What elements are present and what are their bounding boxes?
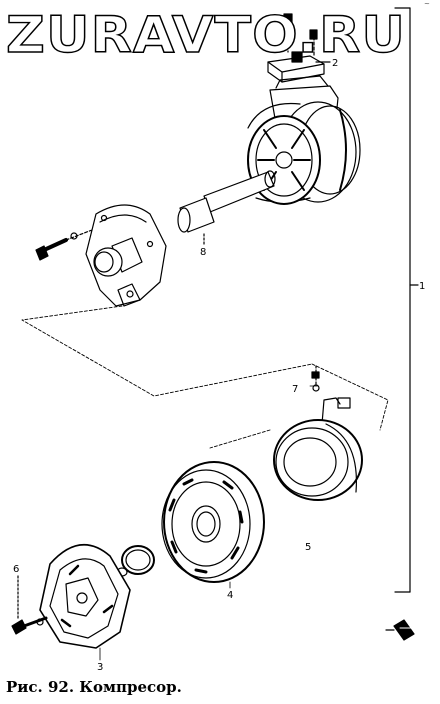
label-4: 4 xyxy=(227,590,233,601)
armature-plate xyxy=(39,543,131,649)
pulley xyxy=(161,461,265,583)
snap-ring xyxy=(116,545,155,577)
label-5: 5 xyxy=(305,542,311,553)
connector-screw xyxy=(311,365,351,425)
mounting-bracket xyxy=(267,13,331,83)
label-1: 1 xyxy=(419,281,425,292)
leader-lines xyxy=(99,385,319,661)
label-2: 2 xyxy=(332,58,338,69)
site-watermark: ZURAVTO.RU xyxy=(5,5,406,60)
label-8: 8 xyxy=(200,247,206,258)
corner-mark: ~ xyxy=(424,0,430,8)
watermark-text: ZURAVTO.RU xyxy=(6,6,406,60)
compressor-body xyxy=(247,75,361,205)
connector-icon xyxy=(385,619,415,641)
assembly-bracket xyxy=(394,7,419,593)
label-3: 3 xyxy=(97,662,103,673)
figure-caption: Рис. 92. Компресор. xyxy=(6,678,182,696)
drive-shaft xyxy=(177,170,276,247)
mounting-bolt xyxy=(35,229,93,261)
label-6: 6 xyxy=(13,564,19,575)
armature-bolt xyxy=(11,575,48,635)
field-coil xyxy=(273,419,363,501)
alignment-lines xyxy=(21,305,389,449)
front-housing xyxy=(85,204,167,307)
label-7: 7 xyxy=(292,384,298,395)
